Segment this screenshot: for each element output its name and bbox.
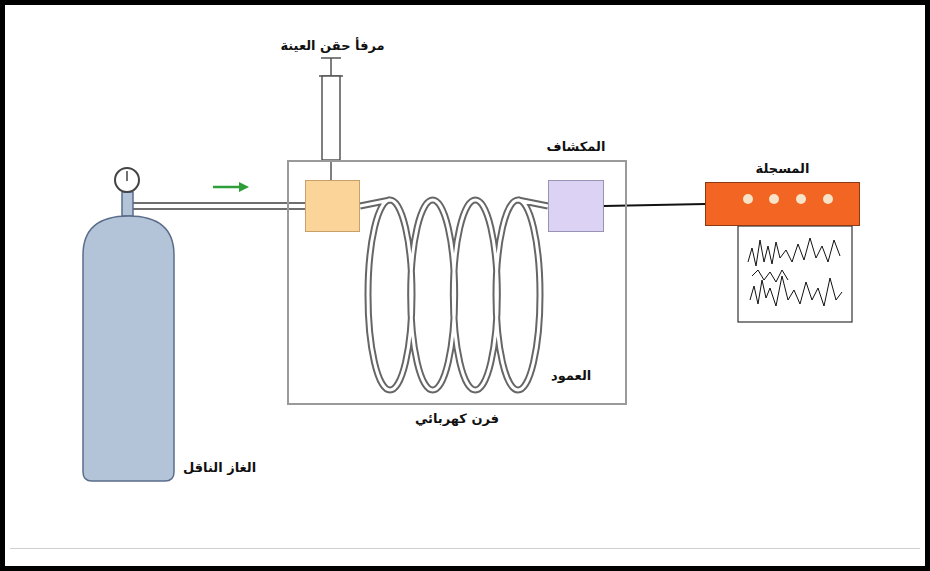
- gas-cylinder: الغاز الناقل: [82, 215, 175, 482]
- cylinder-body: [83, 216, 174, 481]
- node-label: المسجلة: [756, 161, 810, 177]
- node-label: فرن كهربائي: [415, 411, 499, 427]
- cylinder-outline: [82, 215, 175, 482]
- node-label: المكشاف: [547, 139, 606, 155]
- connector-stroke: [129, 206, 306, 215]
- pressure-gauge: [115, 168, 139, 192]
- signal-wire: [604, 204, 705, 206]
- connector-stroke: [360, 200, 548, 390]
- gas-tube: [129, 206, 306, 215]
- node-label: مرفأ حقن العينة: [280, 38, 384, 54]
- part-label: العمود: [551, 368, 591, 384]
- bottom-rule: [10, 548, 920, 549]
- valve-neck: [122, 192, 133, 216]
- recorder-knob: [796, 194, 806, 204]
- connector-stroke: [360, 200, 548, 390]
- connector-stroke: [129, 206, 306, 215]
- recorder-knob: [743, 194, 753, 204]
- injection-port: مرفأ حقن العينة: [305, 180, 360, 232]
- recorder-knob: [769, 194, 779, 204]
- node-label: الغاز الناقل: [183, 460, 256, 476]
- detector: المكشاف: [548, 180, 604, 232]
- chart-paper: [738, 226, 852, 322]
- recorder-knob: [823, 194, 833, 204]
- flow-arrow: [213, 182, 249, 192]
- gauge-needle: [126, 171, 128, 181]
- column-coil: [360, 200, 548, 390]
- recorder: المسجلة: [705, 182, 860, 226]
- connector-stroke: [604, 204, 705, 206]
